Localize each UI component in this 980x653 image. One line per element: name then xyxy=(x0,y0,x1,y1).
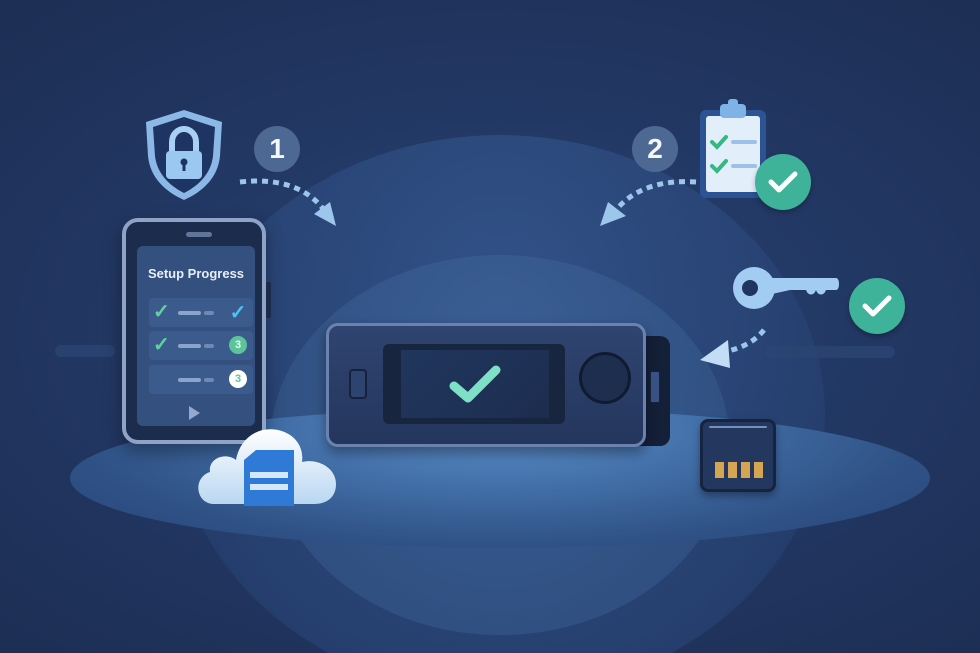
chip-contacts xyxy=(715,462,763,478)
progress-row: 3 xyxy=(149,365,253,394)
device-screen xyxy=(401,350,549,418)
placeholder-bar xyxy=(178,378,201,382)
check-icon xyxy=(768,171,798,193)
check-icon xyxy=(449,365,501,403)
play-icon[interactable] xyxy=(189,406,200,420)
phone-screen: Setup Progress ✓ ✓ ✓ 3 3 xyxy=(137,246,255,426)
status-check-icon: ✓ xyxy=(229,301,247,324)
placeholder-bar xyxy=(178,311,201,315)
dashed-arrow-icon xyxy=(239,178,336,226)
key-success-badge xyxy=(849,278,905,334)
shield-lock-icon xyxy=(146,110,222,200)
cloud-document-icon xyxy=(198,429,336,506)
decorative-line xyxy=(55,345,115,357)
check-icon xyxy=(862,295,892,317)
status-number-badge: 3 xyxy=(229,336,247,354)
sd-card-icon xyxy=(700,419,776,492)
key-icon xyxy=(733,267,839,309)
placeholder-bar xyxy=(204,311,214,315)
device-left-button[interactable] xyxy=(349,369,367,399)
setup-progress-title: Setup Progress xyxy=(147,266,245,281)
phone-side-button xyxy=(266,282,271,318)
clipboard-checklist-icon xyxy=(700,99,766,198)
phone-setup-progress: Setup Progress ✓ ✓ ✓ 3 3 xyxy=(122,218,271,444)
status-number-badge: 3 xyxy=(229,370,247,388)
hardware-wallet-device xyxy=(326,323,660,447)
check-icon: ✓ xyxy=(153,301,170,323)
progress-row: ✓ 3 xyxy=(149,331,253,360)
device-screen-frame xyxy=(383,344,565,424)
decorative-line xyxy=(765,346,895,358)
progress-row: ✓ ✓ xyxy=(149,298,253,327)
step-1-badge: 1 xyxy=(254,126,300,172)
phone-speaker xyxy=(186,232,212,237)
dashed-arrow-icon xyxy=(600,179,697,226)
clipboard-success-badge xyxy=(755,154,811,210)
chip-highlight xyxy=(709,426,767,428)
dashed-arrow-icon xyxy=(700,328,766,368)
placeholder-bar xyxy=(204,344,214,348)
device-side-button[interactable] xyxy=(650,371,660,403)
device-knob-button[interactable] xyxy=(579,352,631,404)
placeholder-bar xyxy=(204,378,214,382)
check-icon: ✓ xyxy=(153,334,170,356)
step-2-badge: 2 xyxy=(632,126,678,172)
placeholder-bar xyxy=(178,344,201,348)
